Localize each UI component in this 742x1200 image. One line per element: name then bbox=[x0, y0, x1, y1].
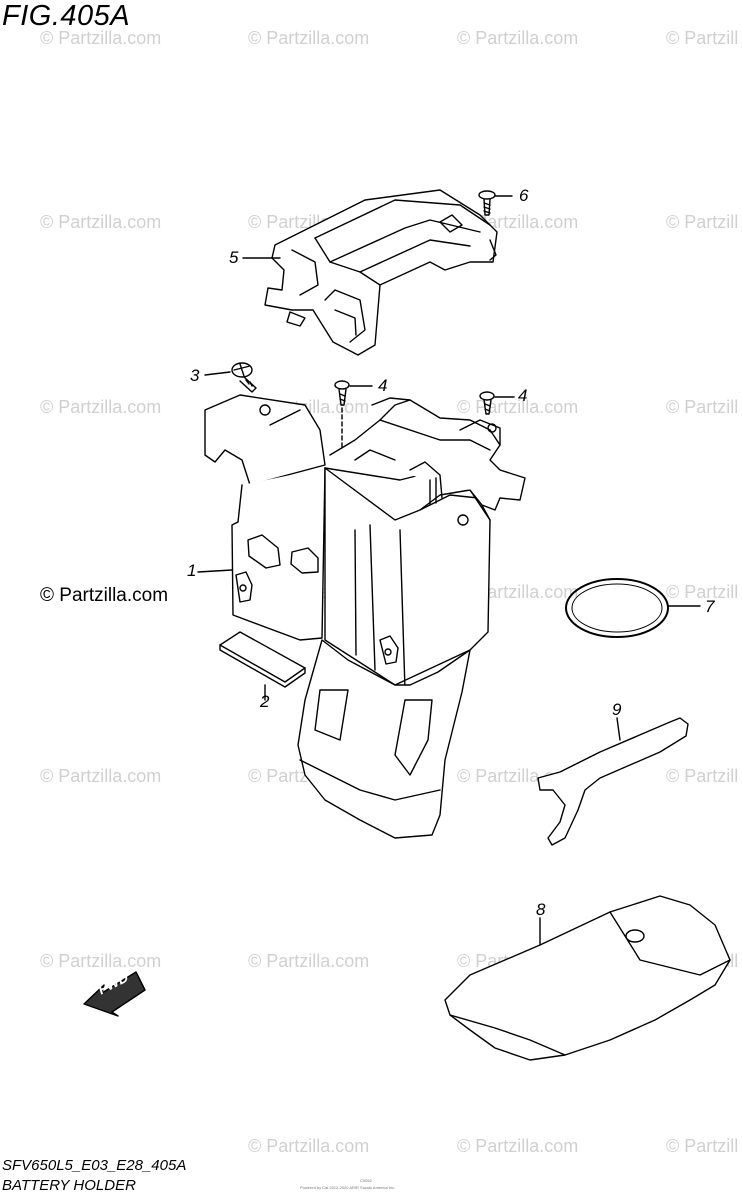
watermark: © Partzill bbox=[666, 766, 739, 786]
part-9-wrench[interactable] bbox=[537, 717, 689, 846]
part-5-bracket[interactable] bbox=[264, 189, 498, 356]
watermark: © Partzilla.com bbox=[248, 28, 370, 48]
callout-2[interactable]: 2 bbox=[260, 692, 270, 711]
section-title: BATTERY HOLDER bbox=[2, 1177, 136, 1194]
callout-9[interactable]: 9 bbox=[612, 700, 622, 719]
part-2-pad[interactable] bbox=[219, 631, 306, 701]
watermark: © Partzilla.com bbox=[40, 28, 162, 48]
part-7-ring[interactable] bbox=[565, 578, 701, 638]
callout-4-right[interactable]: 4 bbox=[518, 386, 528, 405]
watermark: © Partzilla.com bbox=[248, 951, 370, 971]
fine-code: C0052 bbox=[360, 1178, 372, 1183]
model-code: SFV650L5_E03_E28_405A bbox=[2, 1157, 187, 1174]
callout-5[interactable]: 5 bbox=[229, 248, 239, 267]
watermark: © Partzilla.com bbox=[40, 766, 162, 786]
watermark: © Partzilla.com bbox=[40, 951, 162, 971]
lower-cover[interactable] bbox=[297, 639, 471, 839]
watermark: © Partzilla.com bbox=[457, 397, 579, 417]
watermark: © Partzill bbox=[666, 212, 739, 232]
part-1-battery-holder[interactable] bbox=[204, 394, 526, 691]
fwd-arrow-icon bbox=[83, 971, 146, 1017]
watermark: © Partzilla.com bbox=[457, 28, 579, 48]
part-3-bolt[interactable] bbox=[204, 362, 257, 393]
watermark: © Partzilla.com bbox=[457, 1136, 579, 1156]
fine-print: Powered by Cai 2012-2020 ARIR Suzuki Ame… bbox=[300, 1185, 396, 1190]
part-6-screw[interactable] bbox=[478, 190, 513, 216]
watermark: © Partzill bbox=[666, 582, 739, 602]
partzilla-watermark: © Partzilla.com bbox=[40, 585, 169, 606]
callout-7[interactable]: 7 bbox=[705, 597, 715, 616]
watermark: © Partzill bbox=[666, 397, 739, 417]
callout-leaders bbox=[197, 257, 281, 573]
part-4-screw-right[interactable] bbox=[479, 391, 515, 415]
watermark: © Partzilla.com bbox=[248, 1136, 370, 1156]
figure-title: FIG.405A bbox=[2, 0, 131, 32]
callout-6[interactable]: 6 bbox=[519, 186, 529, 205]
callout-4-left[interactable]: 4 bbox=[378, 376, 388, 395]
callout-1[interactable]: 1 bbox=[187, 561, 197, 580]
watermark: © Partzilla.com bbox=[40, 212, 162, 232]
watermark: © Partzill bbox=[666, 1136, 739, 1156]
watermark: © Partzill bbox=[666, 28, 739, 48]
watermark: © Partzilla.com bbox=[40, 397, 162, 417]
callout-3[interactable]: 3 bbox=[190, 366, 200, 385]
part-8-pouch[interactable] bbox=[444, 895, 731, 1061]
callout-8[interactable]: 8 bbox=[536, 900, 546, 919]
